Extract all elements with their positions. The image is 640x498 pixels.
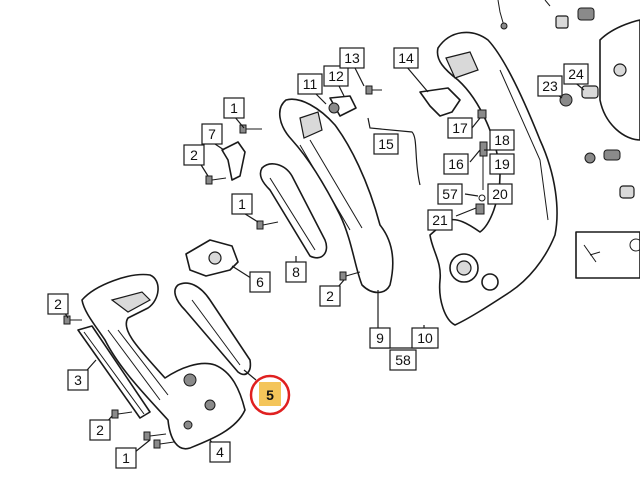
svg-text:3: 3: [74, 372, 82, 388]
callout-6: 6: [249, 271, 271, 293]
callout-2-left: 2: [47, 293, 69, 315]
svg-text:1: 1: [238, 196, 246, 212]
svg-text:12: 12: [328, 68, 344, 84]
svg-text:57: 57: [442, 186, 458, 202]
callout-2-lower: 2: [89, 419, 111, 441]
svg-text:5: 5: [266, 387, 274, 403]
callout-21: 21: [427, 209, 453, 231]
callout-12: 12: [323, 65, 349, 87]
bolts: [63, 85, 488, 449]
bolt-icon: [339, 271, 361, 281]
bolt-icon: [205, 175, 227, 185]
bolt-icon: [256, 220, 279, 230]
callout-9: 9: [369, 327, 391, 349]
bolt-icon: [111, 409, 133, 419]
trim-strip-part-3: [77, 325, 151, 419]
main-housing-part-10: [429, 31, 558, 326]
callout-15: 15: [373, 133, 399, 155]
callout-4: 4: [209, 441, 231, 463]
callout-labels: 1 7 2 1 6 8 2 2: [47, 47, 589, 469]
callout-2-upper: 2: [183, 144, 205, 166]
callout-17: 17: [447, 117, 473, 139]
bolt-icon: [239, 124, 262, 134]
bracket-part-12: [328, 95, 357, 117]
svg-text:15: 15: [378, 136, 394, 152]
svg-text:16: 16: [448, 156, 464, 172]
handle-housing-part-4: [81, 273, 246, 450]
svg-text:24: 24: [568, 66, 584, 82]
svg-text:2: 2: [54, 296, 62, 312]
svg-text:11: 11: [303, 76, 318, 92]
callout-16: 16: [443, 153, 469, 175]
callout-1-top: 1: [223, 97, 245, 119]
svg-text:1: 1: [122, 450, 130, 466]
svg-text:2: 2: [326, 288, 334, 304]
adjuster-part-18: [479, 141, 488, 190]
callout-3: 3: [67, 369, 89, 391]
svg-text:14: 14: [398, 50, 414, 66]
callout-10: 10: [411, 327, 439, 349]
svg-text:21: 21: [432, 212, 448, 228]
svg-text:18: 18: [494, 132, 510, 148]
svg-text:7: 7: [208, 126, 216, 142]
svg-text:19: 19: [494, 156, 510, 172]
svg-text:2: 2: [190, 147, 198, 163]
bolt-icon: [477, 109, 487, 119]
callout-14: 14: [393, 47, 419, 69]
svg-text:58: 58: [395, 352, 411, 368]
svg-text:6: 6: [256, 274, 264, 290]
svg-text:20: 20: [492, 186, 508, 202]
highlight-ring: [249, 374, 291, 416]
svg-text:17: 17: [452, 120, 468, 136]
callout-19: 19: [489, 153, 515, 175]
svg-text:10: 10: [417, 330, 433, 346]
misc-parts-top-right: [497, 0, 640, 279]
trigger-part-6: [185, 239, 239, 277]
highlight-box: [259, 382, 281, 406]
callout-18: 18: [489, 129, 515, 151]
callout-57: 57: [437, 183, 463, 205]
svg-text:13: 13: [344, 50, 360, 66]
rod-part-15: [367, 117, 421, 186]
throttle-part-14: [419, 87, 461, 117]
callout-1-middle: 1: [231, 193, 253, 215]
svg-text:2: 2: [96, 422, 104, 438]
callout-11: 11: [297, 73, 323, 95]
callout-1-lower: 1: [115, 447, 137, 469]
cover-part-5: [174, 282, 252, 376]
callout-7: 7: [201, 123, 223, 145]
callout-5-highlighted[interactable]: 5: [249, 374, 291, 416]
svg-text:1: 1: [230, 100, 238, 116]
bolt-icon: [365, 85, 382, 95]
lever-part-7: [221, 141, 246, 181]
svg-text:4: 4: [216, 444, 224, 460]
svg-text:23: 23: [542, 78, 558, 94]
callout-20: 20: [487, 183, 513, 205]
handle-bar-part-9: [279, 98, 394, 294]
grip-part-8: [259, 163, 328, 259]
callout-2-middle: 2: [319, 285, 341, 307]
bolt-icon: [153, 439, 175, 449]
callout-23: 23: [537, 75, 563, 97]
callout-8: 8: [285, 261, 307, 283]
svg-text:8: 8: [292, 264, 300, 280]
bolt-icon: [475, 203, 485, 215]
svg-text:9: 9: [376, 330, 384, 346]
bolt-icon: [143, 431, 167, 441]
callout-13: 13: [339, 47, 365, 69]
callout-58: 58: [389, 349, 417, 371]
callout-24: 24: [563, 63, 589, 85]
bolt-icon: [63, 315, 82, 325]
